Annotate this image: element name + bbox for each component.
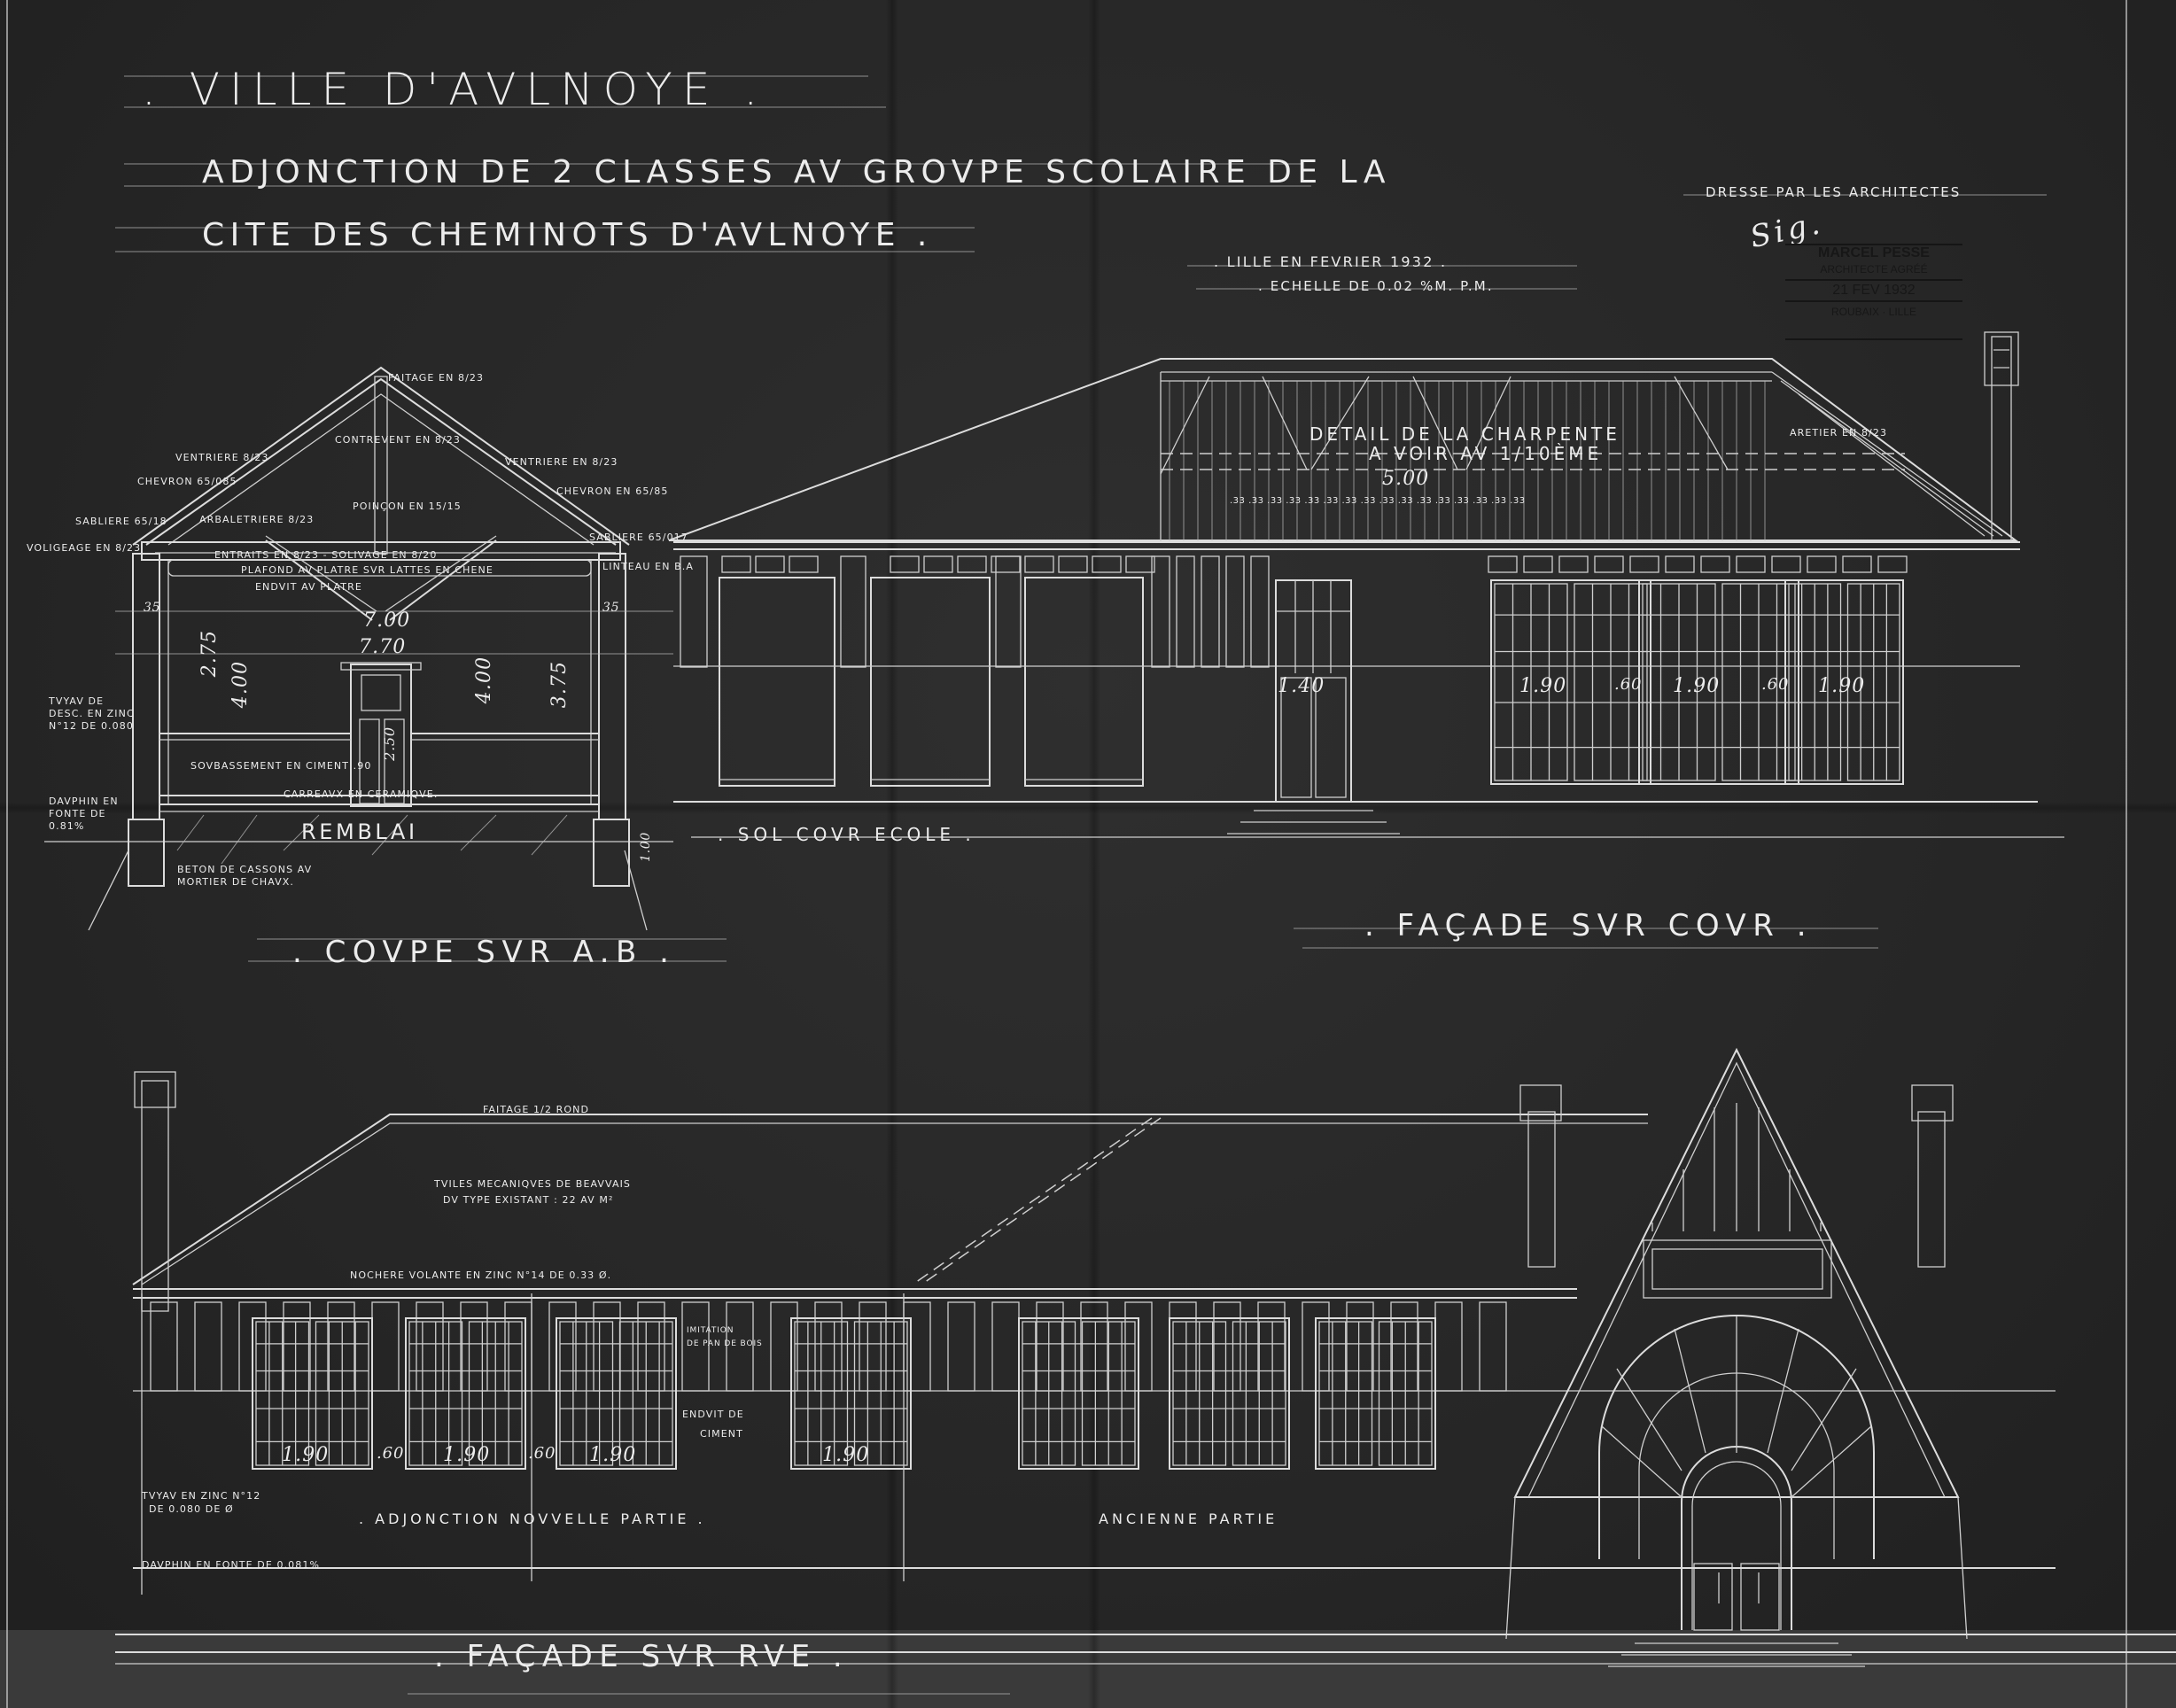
label-windbrace: CONTREVENT EN 8/23 — [335, 434, 461, 446]
drawing-scale: . ECHELLE DE 0.02 %M. P.M. — [1258, 278, 1494, 294]
dim-court-pier-2: .60 — [1761, 675, 1790, 694]
dim-court-window-3: 1.90 — [1818, 675, 1866, 697]
ground-label-court: . SOL COVR ECOLE . — [718, 824, 975, 845]
dim-court-window-2: 1.90 — [1673, 675, 1721, 697]
court-facade-title: . FAÇADE SVR COVR . — [1364, 908, 1813, 943]
dim-eave-right: 3.75 — [548, 660, 571, 709]
drafted-by-label: DRESSE PAR LES ARCHITECTES — [1706, 184, 1962, 200]
stamp-name: MARCEL PESSE — [1818, 245, 1930, 260]
label-fill: REMBLAI — [301, 819, 418, 844]
label-imitation-timber: DE PAN DE BOIS — [687, 1339, 763, 1348]
label-rafter-right: CHEVRON EN 65/85 — [556, 485, 669, 497]
fold-crease — [1088, 0, 1100, 1708]
dim-rafter-spacing: .33 .33 .33 .33 .33 .33 .33 .33 .33 .33 … — [1230, 496, 1526, 506]
fold-crease — [886, 0, 898, 1708]
street-facade-drawing — [115, 1047, 2176, 1695]
label-downpipe: TVYAV DE DESC. EN ZINC N°12 DE 0.080 — [49, 695, 135, 732]
label-wainscot: SOVBASSEMENT EN CIMENT .90 — [190, 760, 372, 772]
dim-street-window-4: 1.90 — [822, 1444, 870, 1466]
dim-wall-right: 35 — [602, 601, 620, 615]
label-purlin-right: VENTRIERE EN 8/23 — [505, 456, 618, 468]
dim-street-window-3: 1.90 — [589, 1444, 637, 1466]
label-tie-beam: ENTRAITS EN 8/23 - SOLIVAGE EN 8/20 — [214, 549, 438, 561]
label-plaster: ENDVIT AV PLATRE — [255, 581, 362, 593]
dim-door-width: 1.40 — [1278, 675, 1325, 697]
label-hip-rafter: ARETIER EN 8/23 — [1790, 427, 1888, 439]
roof-detail-ref: A VOIR AV 1/10ème — [1369, 443, 1603, 464]
label-render: ENDVIT DE — [682, 1409, 744, 1420]
label-rafter-left: CHEVRON 65/085 — [137, 476, 237, 487]
dim-street-window-2: 1.90 — [443, 1444, 491, 1466]
section-drawing — [44, 366, 727, 962]
stamp-title: ARCHITECTE AGRÉÉ — [1820, 263, 1928, 276]
label-strut: ARBALETRIERE 8/23 — [199, 514, 315, 525]
label-imitation: IMITATION — [687, 1326, 734, 1335]
dim-height-left: 4.00 — [229, 660, 253, 709]
label-roof-tiles-type: DV TYPE EXISTANT : 22 AV M² — [443, 1194, 614, 1206]
title-site: CITE DES CHEMINOTS D'AVLNOYE . — [202, 217, 933, 253]
label-footing: BETON DE CASSONS AV MORTIER DE CHAVX. — [177, 864, 313, 888]
dim-wall-left: 35 — [144, 601, 161, 615]
architect-stamp: MARCEL PESSE ARCHITECTE AGRÉÉ 21 FEV 193… — [1785, 244, 1962, 340]
dim-outer-width: 7.70 — [359, 636, 407, 658]
label-king-post: POINÇON EN 15/15 — [353, 501, 462, 512]
roof-detail-note: DETAIL DE LA CHARPENTE — [1309, 423, 1620, 445]
dim-inner-width: 7.00 — [363, 609, 411, 632]
label-roof-tiles: TVILES MECANIQVES DE BEAVVAIS — [434, 1178, 632, 1190]
label-street-downpipe-size: DE 0.080 DE Ø — [149, 1503, 234, 1515]
dim-height-right: 4.00 — [473, 656, 496, 704]
dim-door-height: 2.50 — [380, 726, 398, 761]
title-project: ADJONCTION DE 2 CLASSES AV GROVPE SCOLAI… — [202, 154, 1391, 190]
stamp-city: ROUBAIX · LILLE — [1830, 306, 1917, 318]
label-render-cement: CIMENT — [700, 1428, 743, 1440]
label-gutter: NOCHERE VOLANTE EN ZINC N°14 DE 0.33 Ø. — [350, 1269, 612, 1281]
label-lintel: LINTEAU EN B.A — [602, 561, 694, 572]
dim-court-pier-1: .60 — [1614, 675, 1643, 694]
section-title: . COVPE SVR A.B . — [292, 935, 676, 970]
dim-street-pier-2: .60 — [528, 1444, 556, 1463]
label-new-part: . ADJONCTION NOVVELLE PARTIE . — [359, 1510, 706, 1527]
label-wall-plate-left: SABLIERE 65/18 — [75, 516, 167, 527]
label-ceiling: PLAFOND AV PLATRE SVR LATTES EN CHENE — [241, 564, 493, 576]
court-facade-drawing — [668, 331, 2064, 949]
label-old-part: ANCIENNE PARTIE — [1099, 1510, 1278, 1527]
dim-court-window-1: 1.90 — [1519, 675, 1567, 697]
dim-street-window-1: 1.90 — [282, 1444, 330, 1466]
title-city: . VILLE D'AVLNOYE . — [142, 64, 768, 115]
dim-foundation: 1.00 — [638, 832, 653, 862]
dim-street-pier-1: .60 — [377, 1444, 405, 1463]
dim-eave-left: 2.75 — [198, 629, 221, 678]
street-facade-title: . FAÇADE SVR RVE . — [434, 1639, 850, 1674]
label-purlin-left: VENTRIERE 8/23 — [175, 452, 269, 463]
stamp-date: 21 FEV 1932 — [1832, 283, 1916, 298]
label-ridge: FAITAGE EN 8/23 — [388, 372, 485, 384]
label-ridge-half-round: FAITAGE 1/2 ROND — [483, 1104, 590, 1115]
label-street-dauphin: DAVPHIN EN FONTE DE 0.081% — [142, 1559, 321, 1571]
label-dauphin: DAVPHIN EN FONTE DE 0.81% — [49, 796, 119, 832]
label-tiles: CARREAVX EN CERAMIQVE. — [284, 788, 439, 800]
place-date: . LILLE EN FEVRIER 1932 . — [1214, 253, 1448, 270]
label-wall-plate-right: SABLIERE 65/017 — [589, 532, 688, 543]
dim-rafter-span: 5.00 — [1382, 468, 1430, 490]
label-street-downpipe: TVYAV EN ZINC N°12 — [142, 1490, 261, 1502]
label-boarding: VOLIGEAGE EN 8/23 — [27, 542, 142, 554]
